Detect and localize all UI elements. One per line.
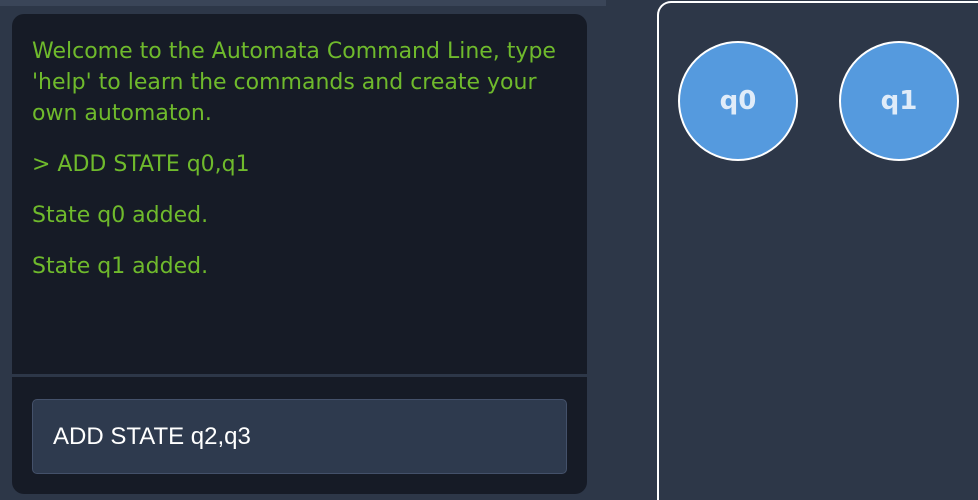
state-label: q0 bbox=[719, 86, 757, 116]
terminal-line-command: > ADD STATE q0,q1 bbox=[32, 152, 250, 177]
terminal-separator bbox=[12, 374, 587, 377]
automaton-canvas[interactable]: q0 q1 bbox=[657, 1, 978, 500]
terminal-output: Welcome to the Automata Command Line, ty… bbox=[12, 14, 587, 374]
state-node-q1[interactable]: q1 bbox=[839, 41, 959, 161]
terminal-line-result: State q1 added. bbox=[32, 254, 209, 279]
terminal-line-result: State q0 added. bbox=[32, 203, 209, 228]
command-input[interactable] bbox=[32, 399, 567, 474]
top-strip bbox=[0, 0, 606, 6]
state-label: q1 bbox=[880, 86, 918, 116]
state-node-q0[interactable]: q0 bbox=[678, 41, 798, 161]
command-line-panel: Welcome to the Automata Command Line, ty… bbox=[12, 14, 587, 494]
command-input-area bbox=[12, 377, 587, 494]
terminal-line-welcome: Welcome to the Automata Command Line, ty… bbox=[32, 39, 563, 126]
